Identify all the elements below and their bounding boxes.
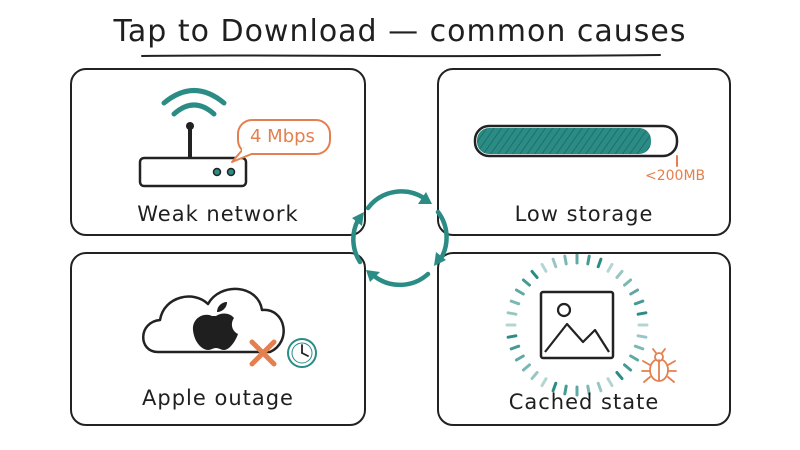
loading-dash xyxy=(506,311,518,316)
loading-dash xyxy=(540,262,548,273)
loading-dash xyxy=(606,262,614,273)
bug-icon xyxy=(641,348,677,383)
loading-ring-icon xyxy=(505,254,649,397)
card-label-low-storage: Low storage xyxy=(514,202,654,226)
apple-logo-icon xyxy=(192,313,238,350)
loading-dash xyxy=(521,363,531,372)
loading-dash xyxy=(551,257,558,269)
loading-dash xyxy=(633,344,645,351)
loading-dash xyxy=(586,384,591,396)
loading-dash xyxy=(623,363,633,372)
error-x-icon xyxy=(249,339,277,367)
apple-cloud-icon xyxy=(142,287,317,368)
wifi-router-icon xyxy=(138,88,331,188)
loading-dash xyxy=(586,254,591,266)
loading-dash xyxy=(514,354,525,362)
loading-dash xyxy=(636,334,648,339)
card-cached-state: Cached state xyxy=(437,252,731,426)
card-low-storage: <200MB Low storage xyxy=(437,68,731,236)
page-title: Tap to Download — common causes xyxy=(113,14,687,49)
loading-dash xyxy=(521,278,531,287)
storage-note: <200MB xyxy=(645,168,706,184)
card-label-apple-outage: Apple outage xyxy=(142,386,294,410)
loading-dash xyxy=(629,354,640,362)
card-label-cached-state: Cached state xyxy=(508,390,660,414)
loading-dash xyxy=(596,257,603,269)
loading-dash xyxy=(636,311,648,316)
loading-dash xyxy=(629,288,640,296)
loading-dash xyxy=(530,371,539,381)
loading-dash xyxy=(530,269,539,279)
loading-dash xyxy=(596,381,603,393)
card-label-weak-network: Weak network xyxy=(137,202,299,226)
storage-fill xyxy=(477,128,651,154)
loading-dash xyxy=(615,371,624,381)
loading-dash xyxy=(506,334,518,339)
speed-badge: 4 Mbps xyxy=(250,126,315,147)
loading-dash xyxy=(563,254,568,266)
refresh-cycle-icon xyxy=(351,189,449,288)
loading-dash xyxy=(563,384,568,396)
loading-dash xyxy=(509,299,521,306)
title-underline xyxy=(141,54,661,58)
loading-dash xyxy=(615,269,624,279)
card-weak-network: 4 Mbps Weak network xyxy=(70,68,366,236)
loading-dash xyxy=(623,278,633,287)
loading-dash xyxy=(509,344,521,351)
loading-dash xyxy=(606,377,614,388)
loading-dash xyxy=(514,288,525,296)
card-apple-outage: Apple outage xyxy=(70,252,366,426)
loading-dash xyxy=(551,381,558,393)
image-bug-icon xyxy=(505,254,677,397)
loading-dash xyxy=(633,299,645,306)
loading-dash xyxy=(540,377,548,388)
clock-icon xyxy=(287,338,317,368)
storage-bar-icon xyxy=(473,124,679,167)
